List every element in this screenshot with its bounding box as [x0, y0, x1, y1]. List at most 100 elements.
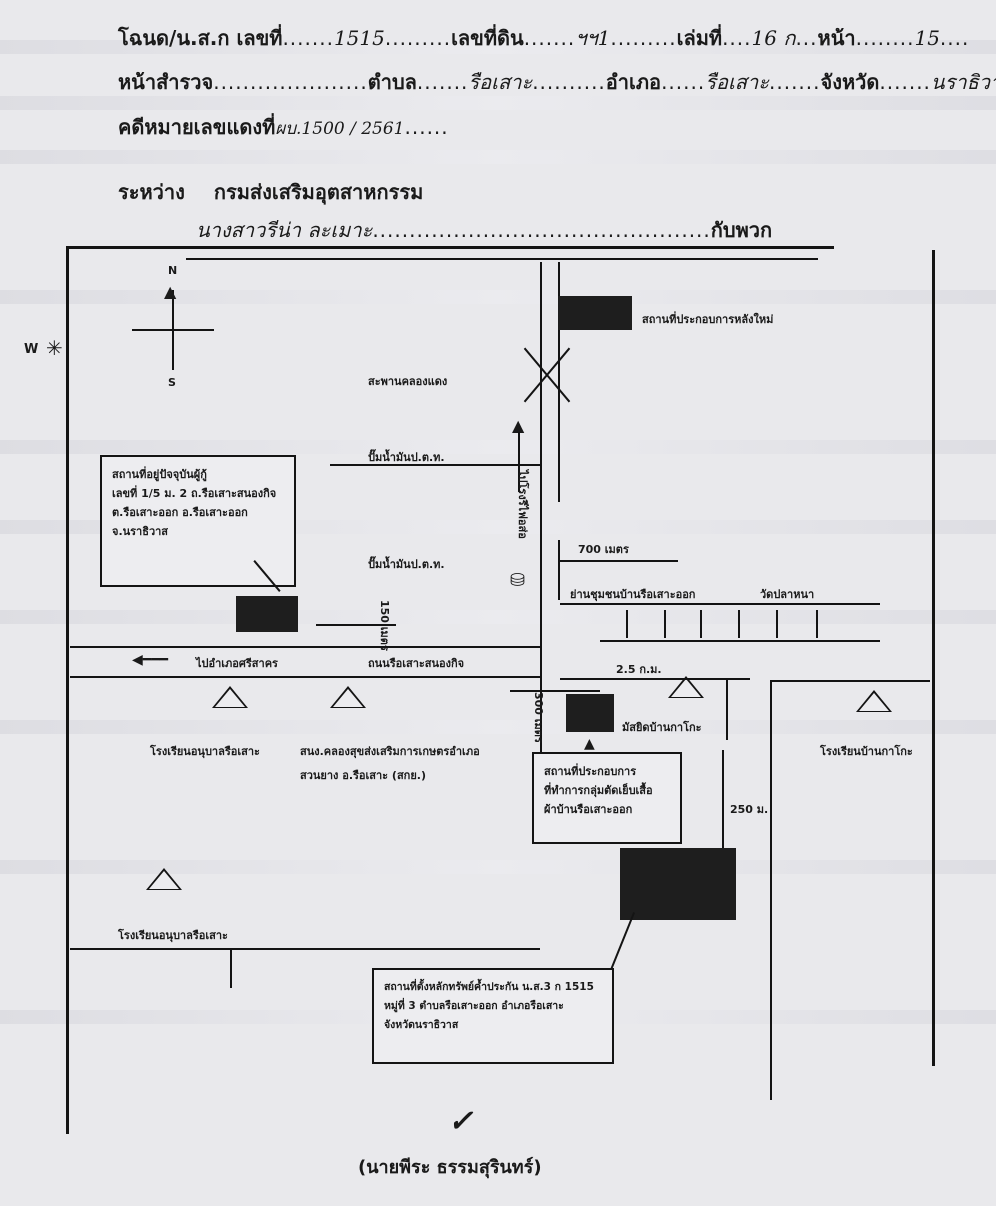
- residence-line-2: เลขที่ 1/5 ม. 2 ถ.รือเสาะสนองกิจ: [112, 487, 277, 500]
- signature-name: (นายพีระ ธรรมสุรินทร์): [358, 1157, 542, 1178]
- residence-line-1: สถานที่อยู่ปัจจุบันผู้กู้: [112, 468, 207, 481]
- school-2-label: โรงเรียนบ้านกาโกะ: [820, 745, 913, 758]
- signature-mark: ✓: [448, 1104, 474, 1139]
- shop-6: [816, 610, 818, 638]
- school-3-label: โรงเรียนอนุบาลรือเสาะ: [118, 929, 228, 942]
- dist-300-label: 300 เมตร: [532, 692, 545, 743]
- workplace-line-3: ผ้าบ้านรือเสาะออก: [544, 803, 633, 816]
- dist-250-label: 250 ม.: [730, 803, 769, 816]
- map-right-border: [932, 250, 935, 1066]
- residence-block: [236, 596, 298, 632]
- school-3-icon: [146, 868, 182, 890]
- land-number: ฯฯ1: [575, 26, 611, 50]
- subdistrict-label: ตำบล: [367, 70, 417, 94]
- mosque-block: [566, 694, 614, 732]
- defendant-line: นางสาวรีน่า ละเมาะ......................…: [196, 218, 773, 242]
- survey-label: หน้าสำรวจ: [118, 70, 214, 94]
- road-horizontal-2: [70, 676, 540, 678]
- short-road: [316, 624, 396, 626]
- collateral-line-3: จังหวัดนราธิวาส: [384, 1019, 459, 1031]
- ptt-station-2-label: ปั๊มน้ำมันป.ต.ท.: [368, 558, 445, 571]
- right-road-2: [770, 680, 772, 1100]
- dist-700-label: 700 เมตร: [578, 543, 629, 556]
- school-2-icon: [856, 690, 892, 712]
- collateral-block: [620, 848, 736, 920]
- province-value: นราธิวาส: [930, 70, 996, 94]
- school-1-label: โรงเรียนอนุบาลรือเสาะ: [150, 745, 260, 758]
- case-label: คดีหมายเลขแดงที่: [118, 115, 276, 139]
- ptt-station-label: ปั๊มน้ำมันป.ต.ท.: [368, 451, 445, 464]
- collateral-line-1: สถานที่ตั้งหลักทรัพย์ค้ำประกัน น.ส.3 ก 1…: [384, 981, 594, 993]
- compass-rose-icon: ✳: [46, 336, 63, 360]
- map-left-border: [66, 246, 69, 1134]
- arrow-up-shaft: [518, 432, 520, 492]
- deed-line: โฉนด/น.ส.ก เลขที่.......1515.........เลข…: [118, 26, 970, 50]
- province-label: จังหวัด: [820, 70, 880, 94]
- new-workplace-block: [558, 296, 632, 330]
- compass-north: N: [168, 264, 178, 277]
- lower-road: [70, 948, 540, 950]
- parties-line: ระหว่าง กรมส่งเสริมอุตสาหกรรม: [118, 176, 423, 208]
- arrow-up-icon: ▲: [512, 416, 525, 435]
- village-junction-label: ย่านชุมชนบ้านรือเสาะออก: [570, 588, 696, 601]
- workplace-box: สถานที่ประกอบการ ที่ทำการกลุ่มตัดเย็บเสื…: [532, 752, 682, 844]
- shop-4: [738, 610, 740, 638]
- compass-south: S: [168, 376, 176, 389]
- between-label: ระหว่าง: [118, 180, 185, 204]
- district-value: รือเสาะ: [705, 70, 769, 94]
- case-line: คดีหมายเลขแดงที่ผบ.1500 / 2561......: [118, 115, 449, 139]
- junction-road-2: [600, 640, 880, 642]
- road-700: [560, 560, 678, 562]
- road-main-left: [540, 262, 542, 842]
- location-line: หน้าสำรวจ.....................ตำบล......…: [118, 66, 996, 98]
- shop-1: [626, 610, 628, 638]
- with-label: กับพวก: [710, 218, 773, 242]
- agri-office-label-2: สวนยาง อ.รือเสาะ (สกย.): [300, 769, 426, 782]
- lower-road-2: [230, 948, 232, 988]
- road-main-right-2: [558, 540, 560, 600]
- district-label: อำเภอ: [605, 70, 662, 94]
- subdistrict-value: รือเสาะ: [468, 70, 533, 94]
- mosque-arrow-icon: ▲: [584, 736, 595, 752]
- residence-box: สถานที่อยู่ปัจจุบันผู้กู้ เลขที่ 1/5 ม. …: [100, 455, 296, 587]
- page-label: หน้า: [817, 26, 856, 50]
- compass-arrow-icon: ▲: [164, 282, 177, 301]
- right-road-3: [770, 680, 930, 682]
- compass-horizontal: [132, 329, 214, 331]
- road-horizontal-1: [70, 646, 540, 648]
- mosque-icon: [668, 676, 704, 698]
- left-arrow-icon: ◀━━━: [132, 652, 169, 668]
- collateral-line-2: หมู่ที่ 3 ตำบลรือเสาะออก อำเภอรือเสาะ: [384, 1000, 564, 1012]
- school-1-icon: [212, 686, 248, 708]
- residence-line-3: ต.รือเสาะออก อ.รือเสาะออก: [112, 506, 248, 519]
- plaintiff: กรมส่งเสริมอุตสาหกรรม: [213, 180, 424, 204]
- to-railway-vertical: ไปโรงรีไฟอส่อ: [516, 470, 529, 539]
- road-main-right: [558, 262, 560, 502]
- land-no-label: เลขที่ดิน: [451, 26, 524, 50]
- agri-office-label: สนง.คลองสุขส่งเสริมการเกษตรอำเภอ: [300, 745, 480, 758]
- compass-west: W: [24, 342, 39, 357]
- ptt-road-1: [330, 464, 540, 466]
- road-name-label: ถนนรือเสาะสนองกิจ: [368, 657, 465, 670]
- collateral-box: สถานที่ตั้งหลักทรัพย์ค้ำประกัน น.ส.3 ก 1…: [372, 968, 614, 1064]
- map-top-border: [66, 246, 834, 249]
- workplace-line-2: ที่ทำการกลุ่มตัดเย็บเสื้อ: [544, 784, 653, 797]
- book-label: เล่มที่: [676, 26, 723, 50]
- residence-line-4: จ.นราธิวาส: [112, 525, 169, 538]
- book-number: 16 ก: [751, 26, 796, 50]
- right-road-1: [726, 680, 728, 740]
- workplace-line-1: สถานที่ประกอบการ: [544, 765, 637, 778]
- deed-label: โฉนด/น.ส.ก เลขที่: [118, 26, 283, 50]
- mosque-label: มัสยิดบ้านกาโกะ: [622, 721, 702, 734]
- case-number: ผบ.1500 / 2561: [275, 119, 405, 139]
- tank-icon: ⛁: [510, 570, 526, 591]
- dist-250-line: [722, 750, 724, 860]
- shop-2: [664, 610, 666, 638]
- agri-office-icon: [330, 686, 366, 708]
- new-workplace-label: สถานที่ประกอบการหลังใหม่: [642, 313, 774, 326]
- canal-bridge-label: สะพานคลองแดง: [368, 375, 448, 388]
- junction-road: [560, 603, 880, 605]
- page-number: 15: [914, 26, 940, 50]
- map-top-border-2: [186, 258, 818, 260]
- road-2-5-km-b: [510, 690, 600, 692]
